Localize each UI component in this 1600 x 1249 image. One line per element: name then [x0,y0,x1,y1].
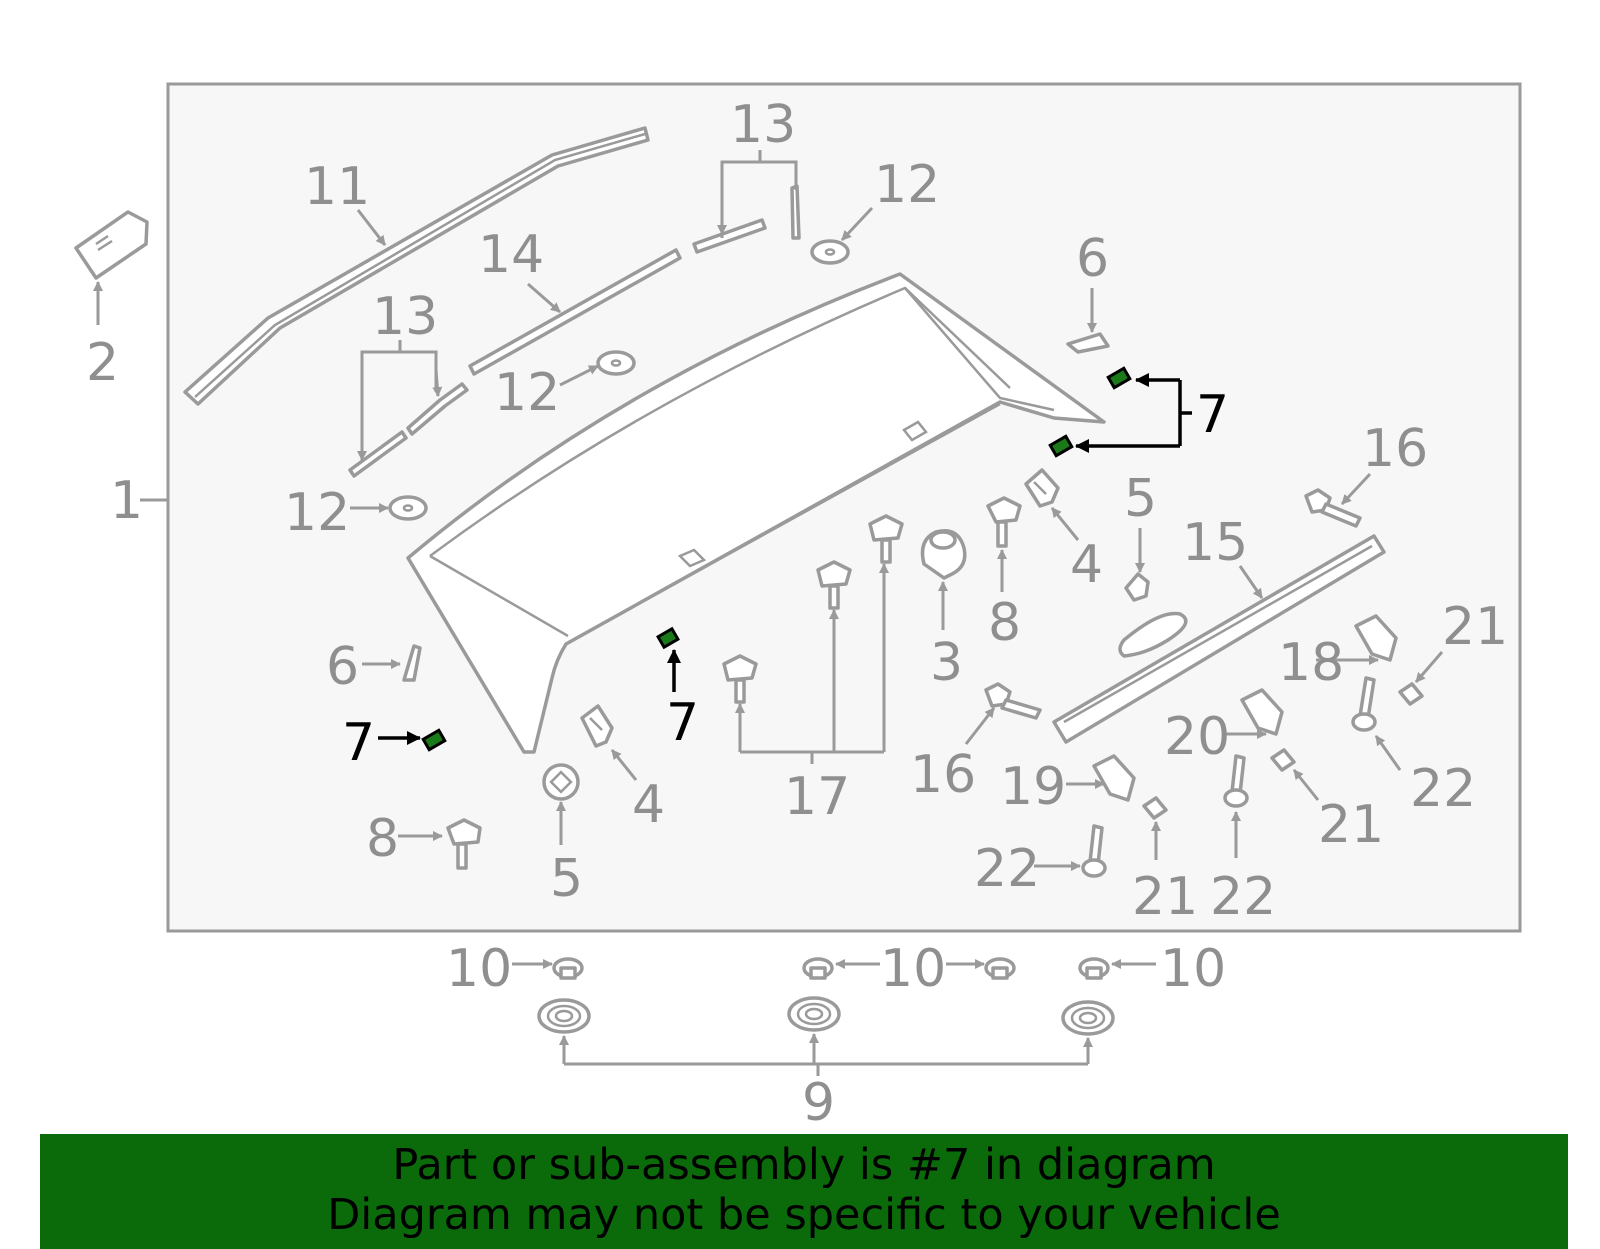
banner-line-part-number: Part or sub-assembly is #7 in diagram [392,1140,1216,1190]
part-5-clips [542,528,1150,845]
part-8-studs [398,496,1022,870]
callout-4-upper: 4 [1070,535,1103,595]
callout-10-a: 10 [446,939,512,999]
part-15-lamp-bar [1052,534,1386,744]
callout-13-upper: 13 [730,95,796,155]
part-17-studs [722,514,904,764]
callout-6-upper: 6 [1076,229,1109,289]
callout-5-lower: 5 [550,849,583,909]
callout-10-b: 10 [880,939,946,999]
callout-22-lower: 22 [1210,867,1276,927]
callout-19: 19 [1000,757,1066,817]
callout-8-upper: 8 [988,593,1021,653]
callout-6-left: 6 [326,637,359,697]
callout-labels: 1 2 11 13 12 14 13 12 12 6 7 16 5 15 4 8… [86,95,1508,1133]
callout-13-left: 13 [372,287,438,347]
callout-18: 18 [1278,633,1344,693]
callout-12-mid: 12 [494,363,560,423]
part-21-clips [1142,651,1444,860]
callout-7-left: 7 [342,713,375,773]
callout-1: 1 [110,471,143,531]
callout-17: 17 [784,767,850,827]
callout-12-upper: 12 [874,155,940,215]
callout-21-right: 21 [1442,597,1508,657]
callout-4-lower: 4 [632,775,665,835]
part-14-molding [468,248,682,376]
callout-21-mid: 21 [1318,795,1384,855]
callout-20: 20 [1164,707,1230,767]
info-banner: Part or sub-assembly is #7 in diagram Di… [40,1134,1568,1249]
callout-3: 3 [930,633,963,693]
part-3-mount [920,529,967,630]
callout-2: 2 [86,333,119,393]
callout-10-c: 10 [1160,939,1226,999]
part-2-bracket [74,210,149,325]
part-13-left-strips [348,340,469,478]
part-7-pads [378,366,1192,752]
part-13-upper-strips [692,150,801,254]
part-18-bracket [1316,614,1398,665]
callout-8-lower: 8 [366,809,399,869]
callout-12-left: 12 [284,483,350,543]
part-11-molding [183,126,650,406]
part-9-grommets [537,996,1115,1076]
callout-21-lower: 21 [1132,867,1198,927]
part-4-clips [580,468,1080,781]
part-6-clips [362,288,1110,682]
banner-line-disclaimer: Diagram may not be specific to your vehi… [327,1190,1281,1240]
spoiler-body [406,272,1106,754]
callout-5-upper: 5 [1124,469,1157,529]
callout-22-right: 22 [1410,759,1476,819]
part-12-grommets [350,206,874,521]
part-10-nuts [512,957,1156,980]
part-16-bolts [964,472,1372,745]
callout-9: 9 [802,1073,835,1133]
callout-7-right: 7 [1196,385,1229,445]
callout-22-left: 22 [974,839,1040,899]
callout-14: 14 [478,225,544,285]
callout-7-center: 7 [666,693,699,753]
callout-16-lower: 16 [910,745,976,805]
part-22-screws [1034,676,1402,878]
callout-15: 15 [1182,513,1248,573]
callout-16-upper: 16 [1362,419,1428,479]
part-19-bracket [1066,754,1136,802]
part-20-bracket [1226,688,1284,739]
callout-11: 11 [304,157,370,217]
